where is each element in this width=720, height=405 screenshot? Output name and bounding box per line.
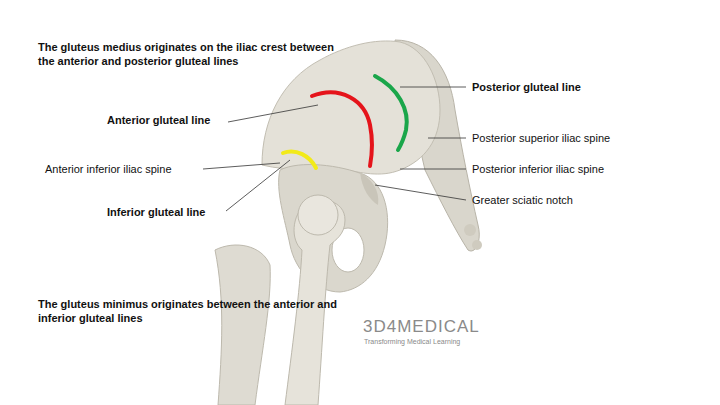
leader-line — [428, 138, 466, 139]
part-label: Anterior gluteal line — [107, 113, 210, 127]
part-label: Posterior superior iliac spine — [472, 131, 610, 145]
sciatic-notch — [360, 172, 378, 205]
femoral-head — [298, 195, 338, 235]
part-label: Greater sciatic notch — [472, 193, 573, 207]
ilium — [262, 41, 440, 174]
part-label: Anterior inferior iliac spine — [45, 162, 172, 176]
part-label: Posterior inferior iliac spine — [472, 162, 604, 176]
leader-line — [226, 160, 290, 211]
note-text: The gluteus minimus originates between t… — [38, 297, 338, 325]
note-text: The gluteus medius originates on the ili… — [38, 40, 338, 68]
inferior-gluteal-line — [283, 151, 316, 168]
leader-line — [400, 87, 466, 88]
leader-line — [375, 185, 466, 200]
coccyx — [472, 240, 482, 250]
anterior-gluteal-line — [312, 92, 372, 166]
coccyx — [464, 224, 476, 236]
leader-line — [400, 169, 466, 170]
leader-line — [228, 105, 318, 122]
watermark: 3D4MEDICAL — [363, 316, 480, 338]
leader-line — [203, 163, 280, 169]
watermark: Transforming Medical Learning — [364, 337, 460, 346]
part-label: Posterior gluteal line — [472, 80, 581, 94]
femur — [215, 245, 270, 405]
part-label: Inferior gluteal line — [107, 205, 205, 219]
